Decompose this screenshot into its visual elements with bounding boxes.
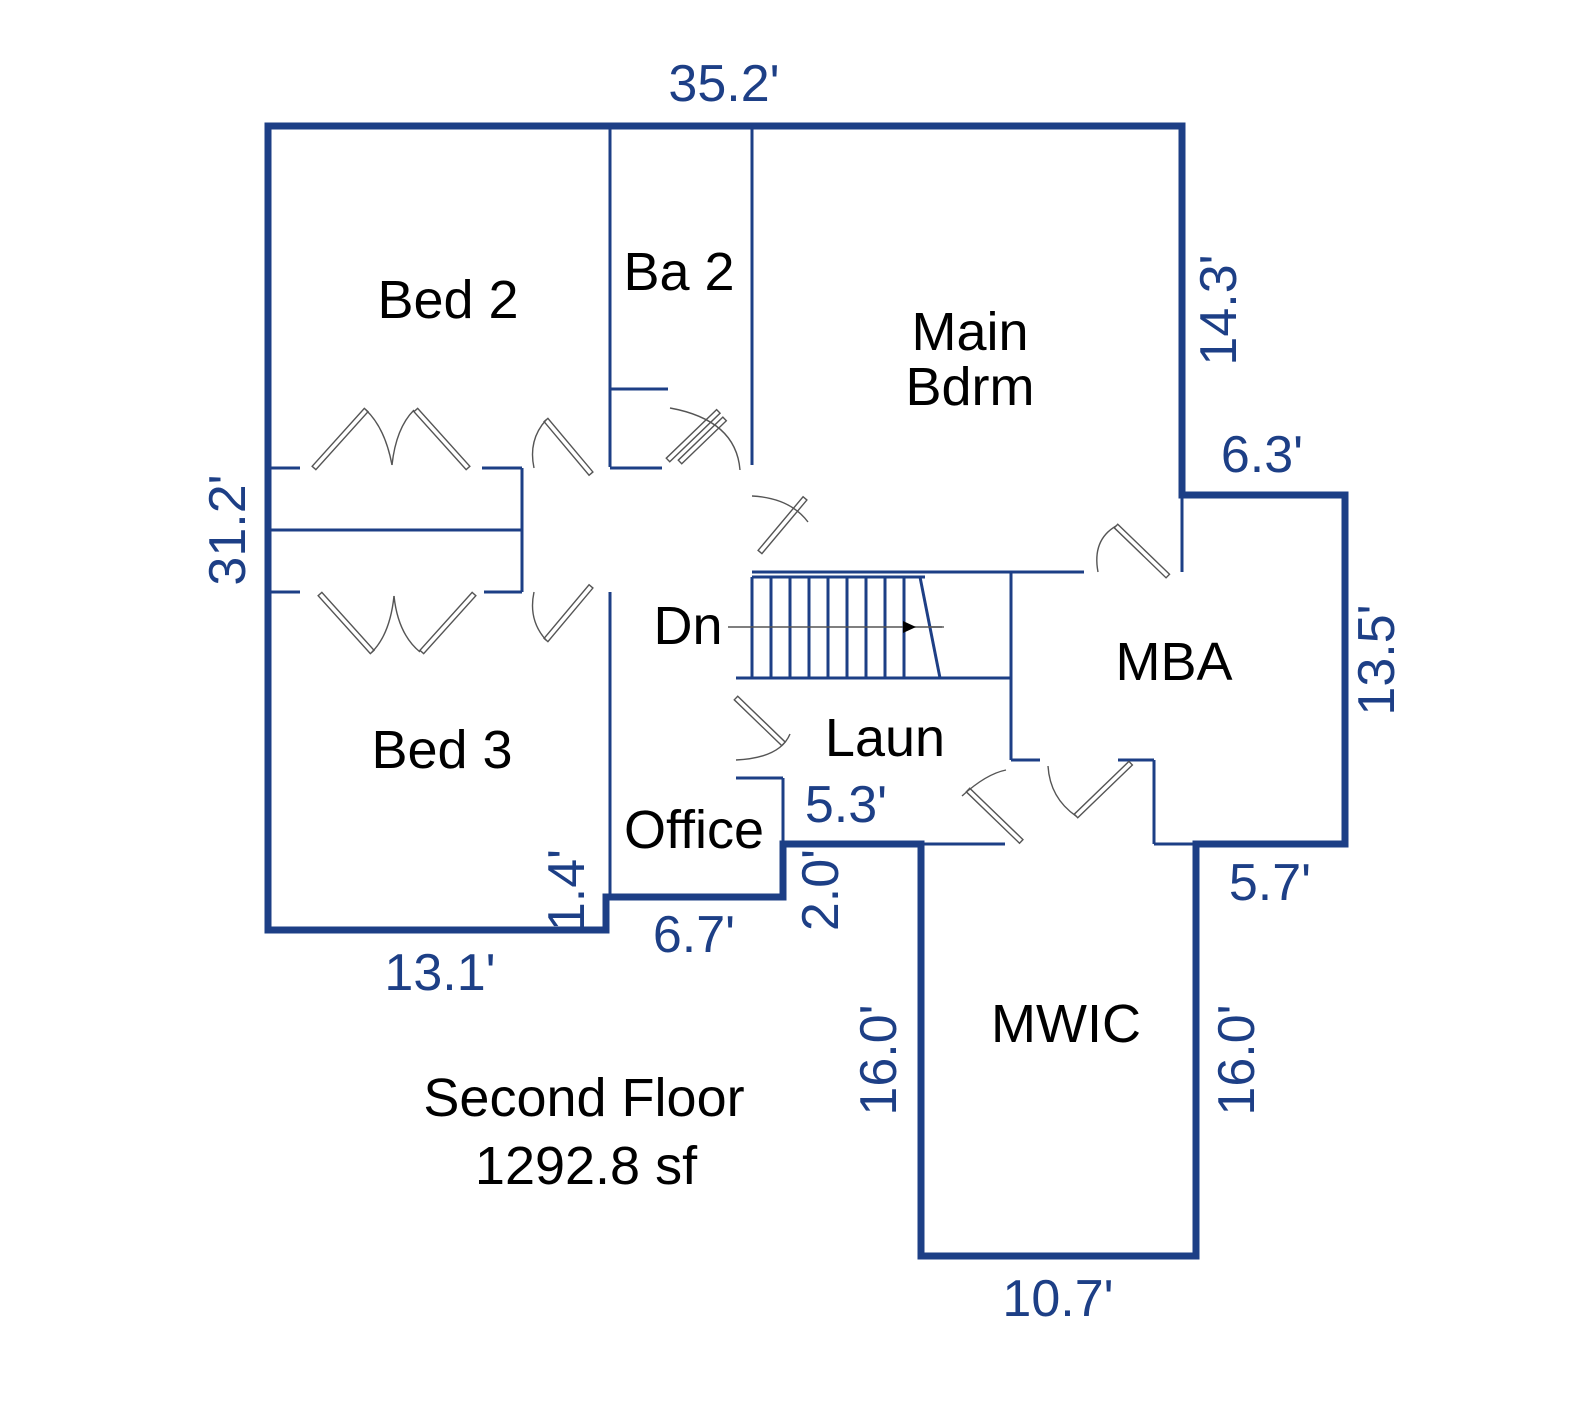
- door-mba-entry: [1096, 523, 1171, 579]
- door-laun-entry: [961, 769, 1024, 845]
- interior-walls: [268, 126, 1196, 897]
- stairs: [728, 575, 944, 679]
- exterior-wall-main: [264, 122, 1349, 1260]
- door-bed3-entry: [531, 583, 594, 643]
- room-label-laun: Laun: [825, 708, 945, 768]
- exterior-walls: [264, 122, 1349, 1260]
- dim-mwic-right: 16.0': [1208, 1004, 1266, 1115]
- door-bed2-closet-left: [311, 407, 393, 471]
- room-label-office: Office: [624, 800, 764, 860]
- dim-mba-top: 6.3': [1221, 426, 1303, 484]
- dim-left: 31.2': [199, 474, 257, 585]
- dim-mwic-left: 16.0': [850, 1004, 908, 1115]
- door-office-entry: [733, 695, 791, 761]
- room-label-bed2: Bed 2: [377, 270, 518, 330]
- door-mwic-entry: [1047, 760, 1134, 819]
- stairs-label: Dn: [653, 596, 722, 656]
- room-label-ba2: Ba 2: [623, 242, 734, 302]
- dim-mba-bottom: 5.7': [1229, 854, 1311, 912]
- door-bed3-closet-right: [393, 591, 477, 655]
- door-bed2-closet-right: [391, 407, 471, 471]
- stair-arrow-head: [903, 621, 916, 633]
- room-label-bed3: Bed 3: [371, 720, 512, 780]
- room-label-main-bdrm-line2: Bdrm: [905, 357, 1034, 417]
- room-labels: Bed 2 Ba 2 Main Bdrm Dn MBA Laun Bed 3 O…: [371, 242, 1232, 1054]
- door-bed3-closet-left: [317, 591, 395, 655]
- dim-main-right: 14.3': [1190, 254, 1248, 365]
- dim-mwic-bottom: 10.7': [1002, 1270, 1113, 1328]
- dim-bed3-step: 1.4': [538, 849, 596, 931]
- dim-bed3-bottom: 13.1': [384, 944, 495, 1002]
- dimension-labels: 35.2' 31.2' 14.3' 6.3' 13.5' 5.7' 5.3' 2…: [199, 55, 1406, 1328]
- dim-top: 35.2': [668, 55, 779, 113]
- door-main-bdrm-entry: [751, 495, 809, 555]
- dim-office-step: 2.0': [792, 849, 850, 931]
- room-label-main-bdrm-line1: Main: [911, 302, 1028, 362]
- room-label-mba: MBA: [1115, 632, 1232, 692]
- floor-area: 1292.8 sf: [475, 1136, 698, 1196]
- floor-title: Second Floor: [423, 1068, 744, 1128]
- door-ba2-entry: [665, 407, 741, 471]
- floor-caption: Second Floor 1292.8 sf: [423, 1068, 744, 1196]
- dim-laun-bottom: 5.3': [805, 776, 887, 834]
- dim-mba-right: 13.5': [1348, 604, 1406, 715]
- room-label-mwic: MWIC: [991, 994, 1141, 1054]
- dim-office-bottom: 6.7': [653, 906, 735, 964]
- door-bed2-entry: [531, 417, 594, 477]
- doors: [311, 407, 1171, 845]
